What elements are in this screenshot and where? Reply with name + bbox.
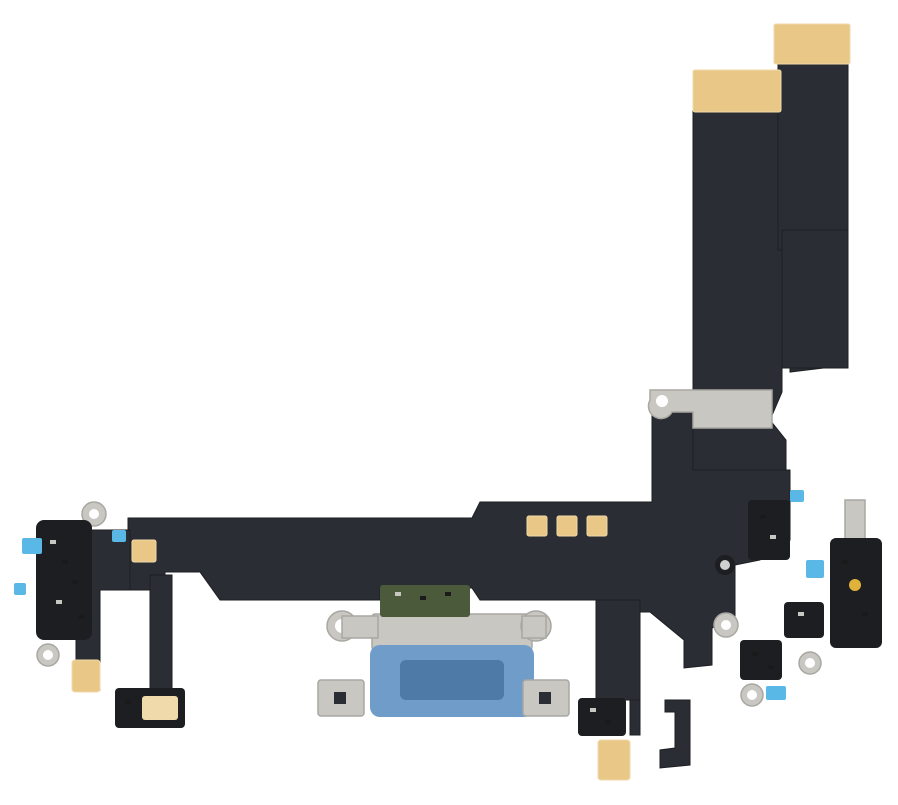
smd-component xyxy=(62,560,68,564)
left-small-pad xyxy=(131,539,157,563)
smd-component xyxy=(862,612,868,616)
bottom-center-pad xyxy=(597,739,631,781)
smd-component xyxy=(798,612,804,616)
pad-3 xyxy=(586,515,608,537)
smd-component xyxy=(605,720,611,724)
top-right-pad xyxy=(773,23,851,65)
top-left-pad xyxy=(692,69,782,113)
metal-brackets xyxy=(36,389,866,707)
smd-component xyxy=(760,515,766,519)
component-boards xyxy=(36,500,882,736)
smd-component xyxy=(590,708,596,712)
pad-2 xyxy=(556,515,578,537)
smd-component xyxy=(72,580,78,584)
smd-component xyxy=(752,652,758,656)
charging-port xyxy=(317,585,570,717)
pad-1 xyxy=(526,515,548,537)
flex-ribbon xyxy=(75,59,849,769)
smd-component xyxy=(770,535,776,539)
smd-component xyxy=(395,592,401,596)
smd-component xyxy=(842,560,848,564)
smd-component xyxy=(125,700,131,704)
smd-component xyxy=(420,596,426,600)
smd-component xyxy=(445,592,451,596)
bottom-left-pad xyxy=(71,659,101,693)
gold-contact-pads xyxy=(71,23,851,781)
smd-component xyxy=(50,540,56,544)
smd-component xyxy=(78,615,84,619)
smd-component xyxy=(56,600,62,604)
blue-adhesive-tabs xyxy=(14,490,824,700)
smd-component xyxy=(768,665,774,669)
